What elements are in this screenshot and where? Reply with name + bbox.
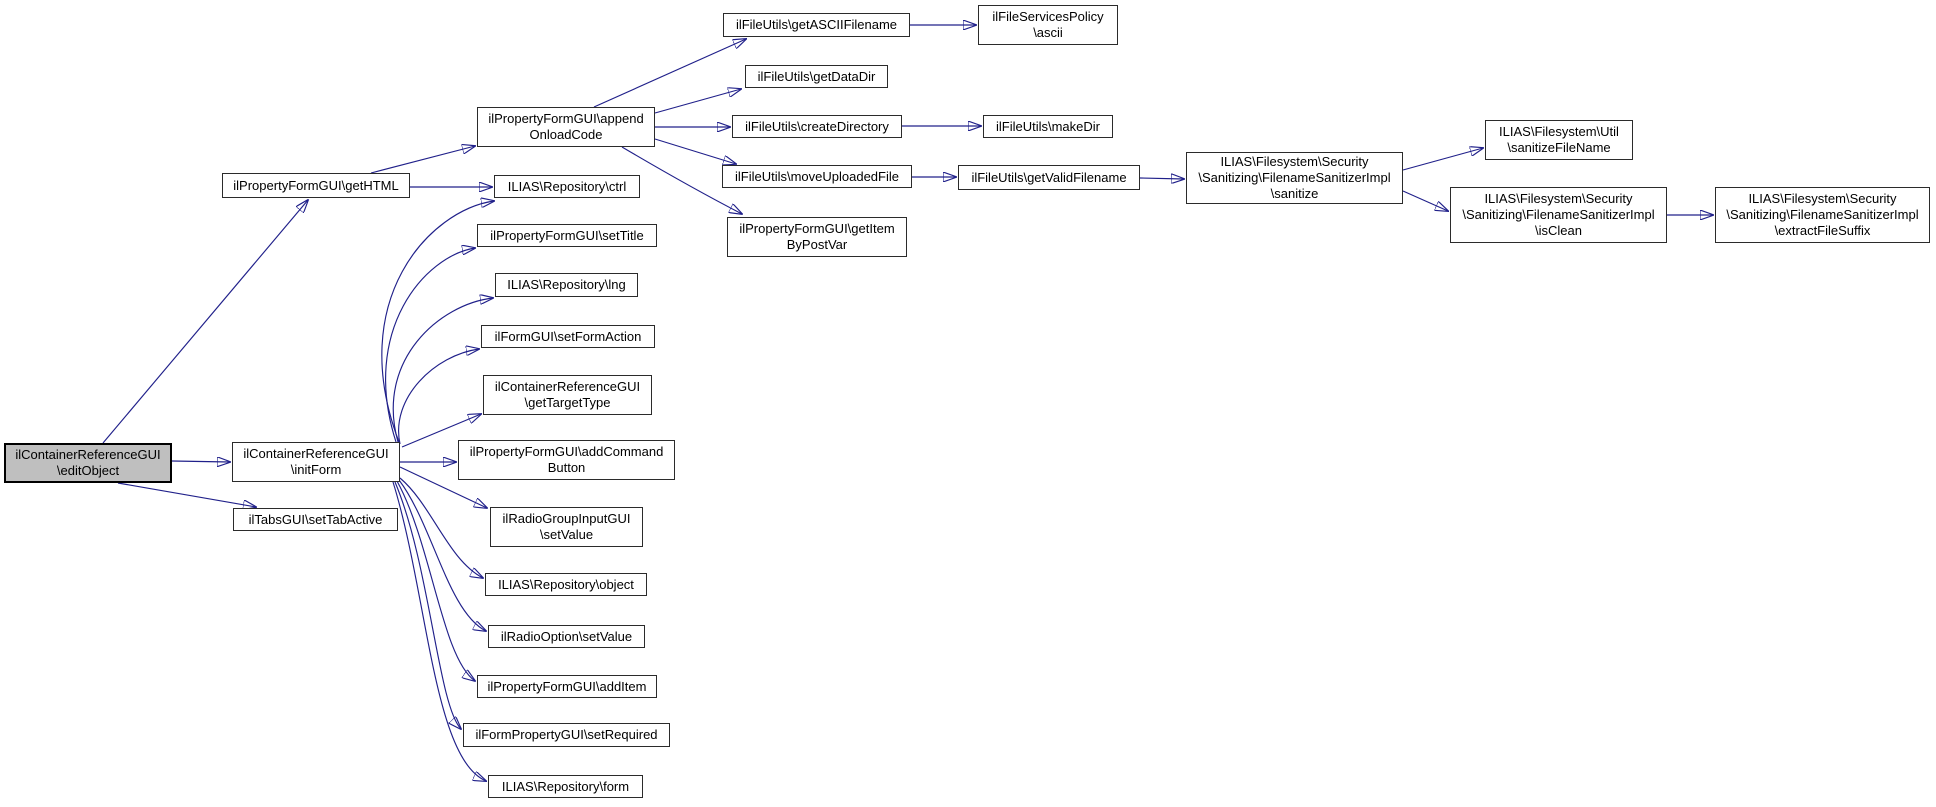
node-set-form-action[interactable]: ilFormGUI\setFormAction — [481, 325, 655, 348]
node-label: \editObject — [56, 463, 120, 478]
node-is-clean[interactable]: ILIAS\Filesystem\Security\Sanitizing\Fil… — [1450, 187, 1667, 243]
node-extract-file-suffix[interactable]: ILIAS\Filesystem\Security\Sanitizing\Fil… — [1715, 187, 1930, 243]
node-label: ilPropertyFormGUI\setTitle — [490, 227, 644, 243]
node-label: \isClean — [1535, 223, 1582, 238]
edge-get-valid-filename-sanitize — [1139, 178, 1184, 179]
node-set-title[interactable]: ilPropertyFormGUI\setTitle — [477, 224, 657, 247]
node-create-directory[interactable]: ilFileUtils\createDirectory — [732, 115, 902, 138]
edge-init-form-repo-ctrl — [381, 201, 494, 443]
node-label: ILIAS\Filesystem\Util — [1499, 124, 1619, 139]
node-sanitize-file-name[interactable]: ILIAS\Filesystem\Util\sanitizeFileName — [1485, 120, 1633, 160]
node-label: \Sanitizing\FilenameSanitizerImpl — [1726, 207, 1919, 222]
node-repo-lng[interactable]: ILIAS\Repository\lng — [495, 273, 638, 297]
node-label: ILIAS\Filesystem\Security — [1220, 154, 1369, 169]
node-label: ilPropertyFormGUI\addCommand — [469, 444, 664, 459]
node-label: ILIAS\Repository\form — [501, 778, 630, 794]
edge-init-form-add-item — [396, 480, 475, 681]
node-set-tab-active[interactable]: ilTabsGUI\setTabActive — [233, 508, 398, 531]
edge-append-onload-code-get-ascii-filename — [593, 39, 746, 108]
node-get-valid-filename[interactable]: ilFileUtils\getValidFilename — [958, 165, 1140, 190]
node-add-item[interactable]: ilPropertyFormGUI\addItem — [477, 675, 657, 698]
node-label: ByPostVar — [786, 237, 848, 252]
node-label: ilPropertyFormGUI\getItem — [739, 221, 895, 236]
node-label: ilRadioGroupInputGUI — [502, 511, 631, 526]
edge-init-form-repo-lng — [392, 298, 493, 443]
node-label: ilFileUtils\getValidFilename — [971, 169, 1127, 185]
node-label: \Sanitizing\FilenameSanitizerImpl — [1198, 170, 1391, 185]
node-edit-object: ilContainerReferenceGUI\editObject — [4, 443, 172, 483]
node-label: ILIAS\Repository\lng — [507, 277, 626, 292]
node-radio-option-set-value[interactable]: ilRadioOption\setValue — [488, 625, 645, 648]
edge-sanitize-is-clean — [1402, 190, 1448, 211]
node-label: ilFileServicesPolicy — [992, 9, 1104, 24]
node-get-ascii-filename[interactable]: ilFileUtils\getASCIIFilename — [723, 13, 910, 37]
node-label: ILIAS\Filesystem\Security — [1748, 191, 1897, 206]
edge-init-form-set-title — [385, 248, 475, 443]
node-label: ilPropertyFormGUI\getHTML — [233, 177, 399, 193]
node-label: \getTargetType — [524, 395, 611, 410]
node-label: \extractFileSuffix — [1774, 223, 1871, 238]
edge-sanitize-sanitize-file-name — [1402, 148, 1483, 171]
node-label: ilFileUtils\getASCIIFilename — [735, 17, 898, 32]
edge-append-onload-code-get-data-dir — [654, 89, 741, 114]
node-set-required[interactable]: ilFormPropertyGUI\setRequired — [463, 723, 670, 747]
node-get-data-dir[interactable]: ilFileUtils\getDataDir — [745, 65, 888, 88]
node-label: ilFormPropertyGUI\setRequired — [475, 727, 658, 742]
node-label: ilRadioOption\setValue — [500, 628, 633, 644]
edge-append-onload-code-get-item-by-post-var — [621, 146, 742, 214]
node-label: \setValue — [539, 527, 594, 542]
node-label: \sanitize — [1270, 186, 1319, 201]
edge-init-form-set-required — [394, 481, 461, 729]
node-label: ILIAS\Filesystem\Security — [1484, 191, 1633, 206]
edge-init-form-radio-option-set-value — [398, 479, 486, 631]
node-label: ilContainerReferenceGUI — [243, 446, 389, 461]
node-label: ILIAS\Repository\object — [498, 576, 634, 592]
node-label: ilFileUtils\makeDir — [995, 118, 1100, 134]
edge-edit-object-get-html — [102, 200, 308, 444]
node-label: ilFileUtils\getDataDir — [757, 68, 876, 84]
node-label: ilFileUtils\moveUploadedFile — [734, 168, 899, 184]
node-label: ILIAS\Repository\ctrl — [507, 178, 627, 194]
node-label: \initForm — [290, 462, 342, 477]
node-repo-ctrl[interactable]: ILIAS\Repository\ctrl — [494, 175, 640, 198]
edge-edit-object-init-form — [171, 461, 230, 462]
node-label: ilPropertyFormGUI\addItem — [487, 678, 647, 694]
node-get-html[interactable]: ilPropertyFormGUI\getHTML — [222, 173, 410, 198]
node-label: ilContainerReferenceGUI — [15, 447, 161, 462]
node-label: ilTabsGUI\setTabActive — [248, 511, 383, 527]
edge-append-onload-code-move-uploaded-file — [654, 138, 736, 164]
node-make-dir[interactable]: ilFileUtils\makeDir — [983, 115, 1113, 138]
node-init-form[interactable]: ilContainerReferenceGUI\initForm — [232, 442, 400, 482]
edge-get-html-append-onload-code — [370, 146, 475, 174]
edge-init-form-radio-group-set-value — [399, 466, 487, 508]
node-file-services-policy-ascii[interactable]: ilFileServicesPolicy\ascii — [978, 5, 1118, 45]
node-repo-object[interactable]: ILIAS\Repository\object — [485, 573, 647, 596]
node-label: ilFormGUI\setFormAction — [494, 328, 642, 344]
edge-edit-object-set-tab-active — [117, 482, 256, 507]
node-get-target-type[interactable]: ilContainerReferenceGUI\getTargetType — [483, 375, 652, 415]
edge-init-form-repo-object — [399, 477, 483, 578]
edge-init-form-get-target-type — [401, 414, 481, 448]
node-sanitize[interactable]: ILIAS\Filesystem\Security\Sanitizing\Fil… — [1186, 152, 1403, 204]
node-move-uploaded-file[interactable]: ilFileUtils\moveUploadedFile — [722, 165, 912, 188]
node-label: OnloadCode — [529, 127, 603, 142]
node-label: \sanitizeFileName — [1507, 140, 1611, 155]
edge-init-form-set-form-action — [398, 349, 479, 445]
node-label: \Sanitizing\FilenameSanitizerImpl — [1462, 207, 1655, 222]
edge-init-form-repo-form — [392, 481, 486, 781]
node-label: \ascii — [1033, 25, 1063, 40]
node-label: ilPropertyFormGUI\append — [488, 111, 644, 126]
node-label: ilContainerReferenceGUI — [494, 379, 641, 394]
node-repo-form[interactable]: ILIAS\Repository\form — [488, 775, 643, 798]
node-radio-group-set-value[interactable]: ilRadioGroupInputGUI\setValue — [490, 507, 643, 547]
node-label: Button — [547, 460, 586, 475]
node-label: ilFileUtils\createDirectory — [745, 118, 889, 134]
